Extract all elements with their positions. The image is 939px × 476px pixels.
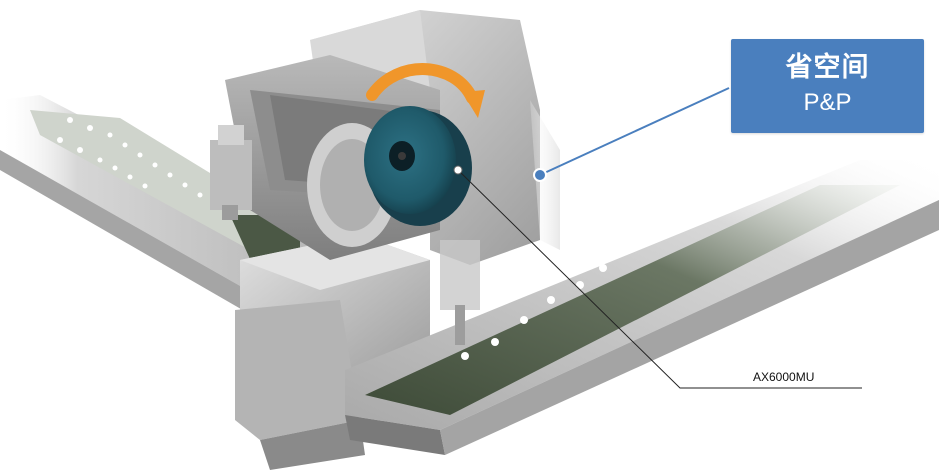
callout-subtitle: P&P (803, 89, 852, 116)
pick-head (210, 125, 480, 345)
rotation-arrow-icon (366, 63, 485, 118)
space-saving-callout: 省空间 P&P (731, 39, 924, 133)
right-conveyor (345, 160, 939, 455)
callout-pointer (533, 87, 730, 182)
servo-motor (364, 106, 472, 226)
machine-base (235, 235, 430, 470)
part-model-label: AX6000MU (753, 370, 815, 384)
part-leader-line (453, 165, 862, 389)
callout-title: 省空间 (785, 52, 870, 83)
